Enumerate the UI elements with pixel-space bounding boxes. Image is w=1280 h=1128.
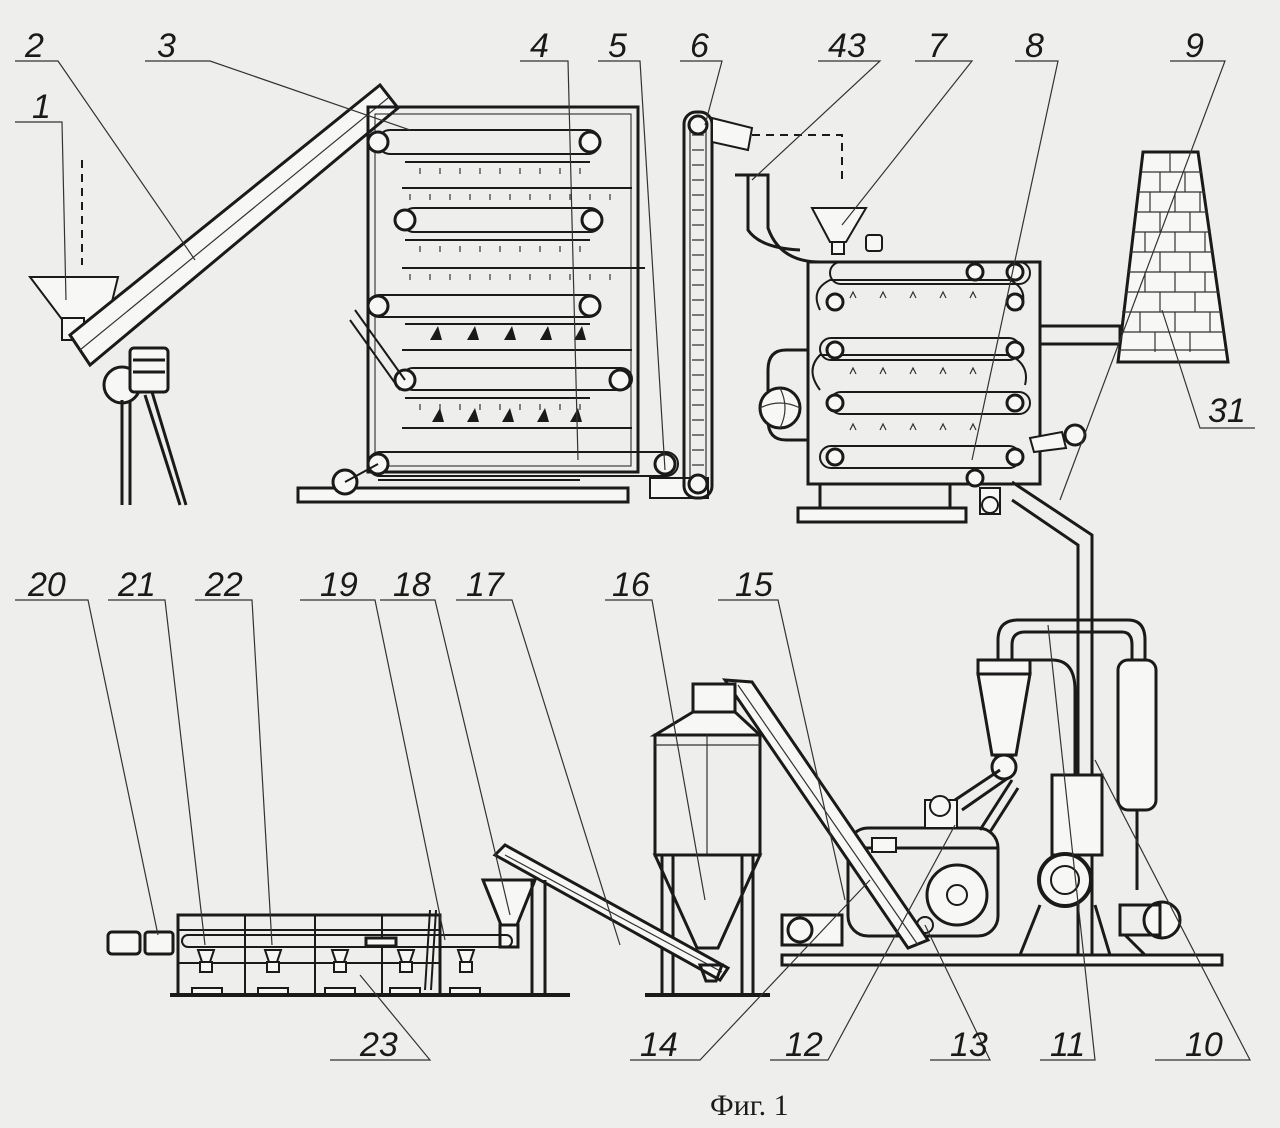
multi-tier-belt-unit xyxy=(296,105,679,504)
label-15: 15 xyxy=(735,566,773,604)
label-10: 10 xyxy=(1185,1026,1223,1064)
label-22: 22 xyxy=(204,566,243,604)
label-43: 43 xyxy=(828,27,866,65)
label-19: 19 xyxy=(320,566,358,604)
label-18: 18 xyxy=(393,566,431,604)
label-2: 2 xyxy=(24,27,44,65)
part-labels: 1 2 3 4 5 6 43 7 8 9 31 20 21 22 19 18 1… xyxy=(24,27,1246,1064)
figure-caption: Фиг. 1 xyxy=(710,1089,789,1122)
bucket-elevator xyxy=(649,110,843,500)
label-8: 8 xyxy=(1025,27,1044,65)
mixer xyxy=(780,768,1224,967)
hammer-mill xyxy=(1018,773,1182,957)
label-11: 11 xyxy=(1050,1026,1085,1064)
label-9: 9 xyxy=(1185,27,1204,65)
silo xyxy=(645,682,770,997)
conveyor-to-silo xyxy=(722,678,931,950)
packing-line xyxy=(106,878,570,997)
label-6: 6 xyxy=(690,27,709,65)
label-20: 20 xyxy=(27,566,66,604)
screw-conveyor xyxy=(492,843,731,983)
label-14: 14 xyxy=(640,1026,678,1064)
label-5: 5 xyxy=(608,27,627,65)
label-23: 23 xyxy=(359,1026,398,1064)
label-3: 3 xyxy=(157,27,176,65)
label-12: 12 xyxy=(785,1026,823,1064)
label-31: 31 xyxy=(1208,392,1246,430)
label-16: 16 xyxy=(612,566,650,604)
chimney xyxy=(1116,150,1230,364)
label-4: 4 xyxy=(530,27,549,65)
cyclone xyxy=(976,658,1032,781)
inclined-conveyor xyxy=(67,82,401,506)
label-17: 17 xyxy=(466,566,505,604)
label-13: 13 xyxy=(950,1026,988,1064)
label-21: 21 xyxy=(117,566,156,604)
label-1: 1 xyxy=(32,88,51,126)
dryer xyxy=(735,173,1122,524)
leader-lines xyxy=(15,60,1255,1061)
label-7: 7 xyxy=(928,27,948,65)
